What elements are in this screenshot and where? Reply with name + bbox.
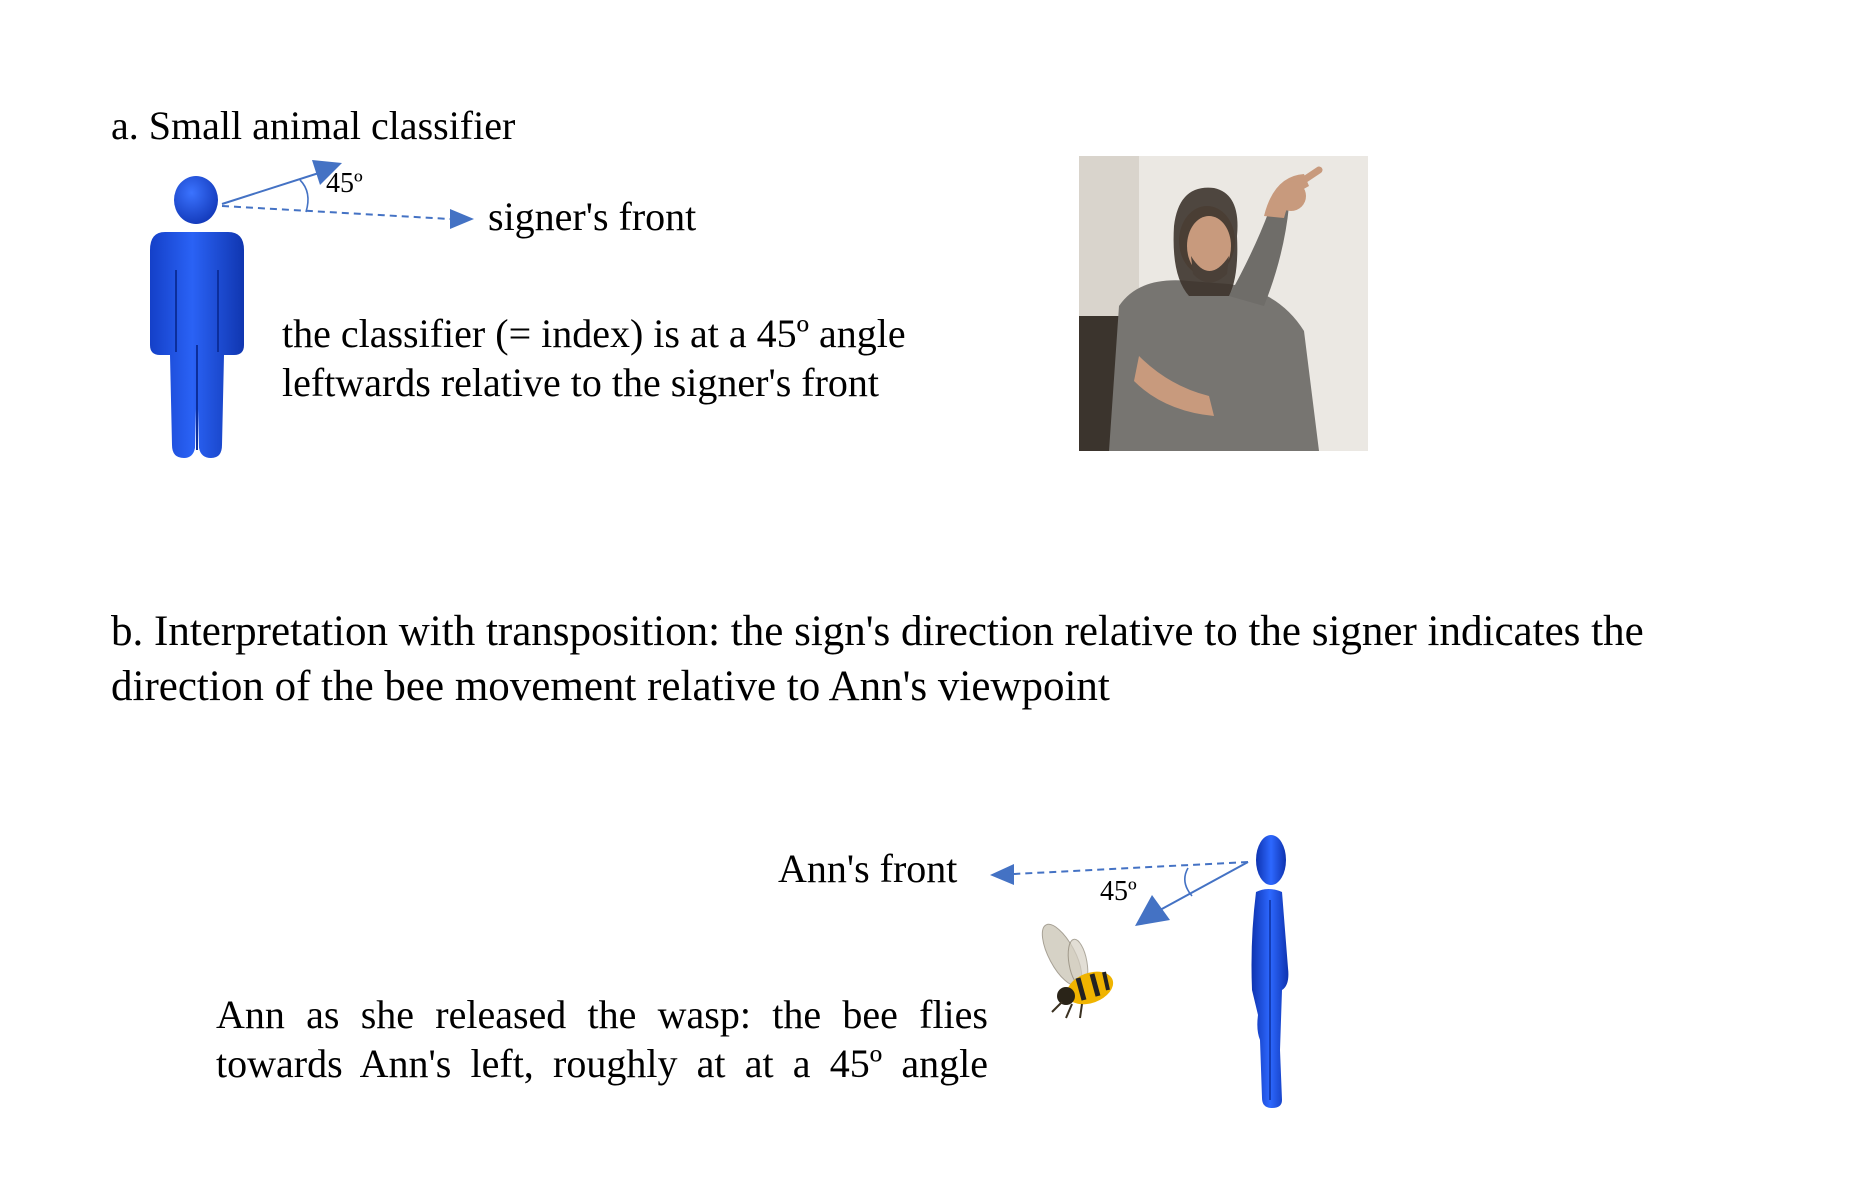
ann-figure-icon (1251, 835, 1289, 1108)
section-b-title-line: b. Interpretation with transposition: th… (111, 608, 1644, 655)
section-b-title: b. Interpretation with transposition: th… (111, 604, 1644, 714)
section-a-title: a. Small animal classifier (111, 103, 516, 148)
classifier-description-line: the classifier (= index) is at a 45º ang… (282, 311, 906, 356)
bee-icon (1041, 923, 1114, 1019)
ann-description-line: towards Ann's left, roughly at at a 45º … (216, 1041, 988, 1086)
angle-b-label: 45º (1100, 876, 1137, 907)
classifier-direction-arrow (221, 160, 342, 213)
anns-front-arrow (990, 861, 1249, 885)
angle-a-label: 45º (326, 168, 363, 199)
signer-figure-icon (150, 176, 244, 458)
signers-front-label: signer's front (488, 194, 697, 239)
section-b-title-line: direction of the bee movement relative t… (111, 663, 1110, 710)
classifier-description-line: leftwards relative to the signer's front (282, 360, 880, 405)
bee-direction-arrow (1135, 861, 1249, 926)
front-direction-arrow (221, 205, 474, 229)
ann-description: Ann as she released the wasp: the bee fl… (216, 990, 988, 1088)
signer-photo (1079, 156, 1368, 451)
classifier-description: the classifier (= index) is at a 45º ang… (282, 309, 906, 407)
ann-description-line: Ann as she released the wasp: the bee fl… (216, 992, 988, 1037)
anns-front-label: Ann's front (778, 846, 958, 891)
